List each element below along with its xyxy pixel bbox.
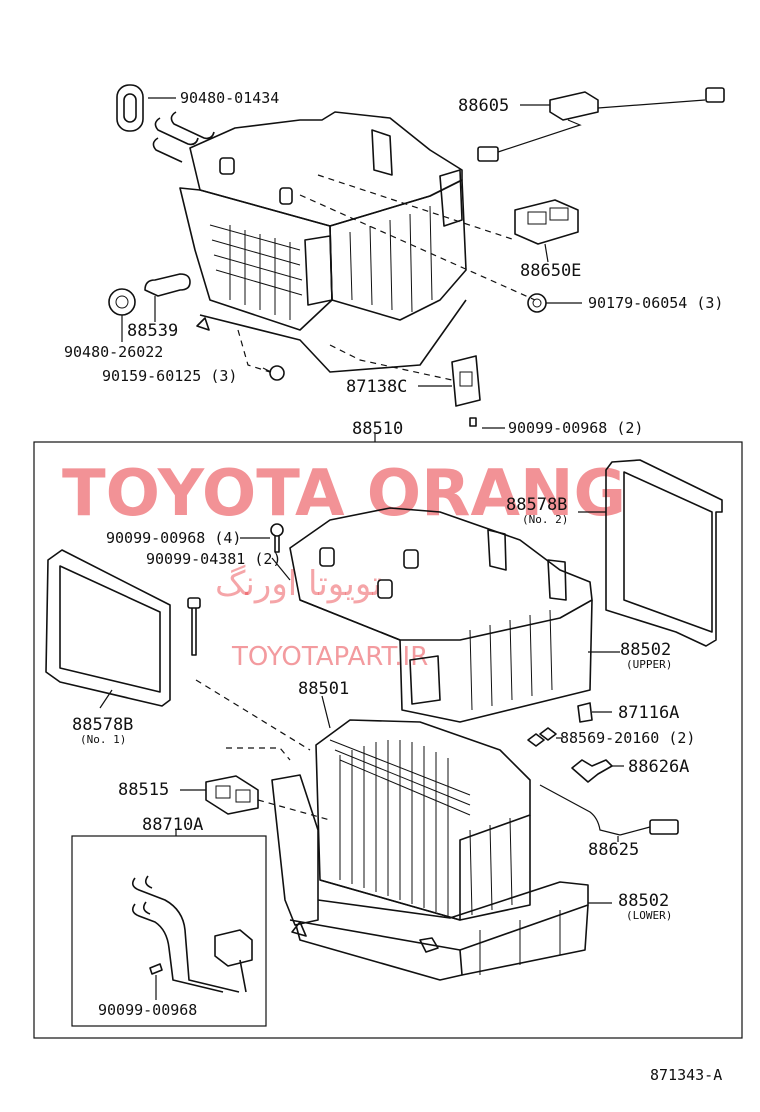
screw-00968-icon <box>149 963 163 975</box>
upper-case-88502 <box>289 507 593 723</box>
resistor-87138C <box>451 355 481 407</box>
label-88569-20160: 88569-20160 (2) <box>560 729 695 747</box>
valve-88515 <box>205 775 259 815</box>
label-88605: 88605 <box>458 96 509 116</box>
figure-code: 871343-A <box>650 1066 722 1084</box>
label-90099-04381: 90099-04381 (2) <box>146 550 281 568</box>
label-88515: 88515 <box>118 780 169 800</box>
label-90179-06054: 90179-06054 (3) <box>588 294 723 312</box>
screw-00968-2-icon <box>469 417 477 427</box>
watermark-arabic: تویوتا اورنگ <box>215 564 382 604</box>
watermark-site: TOYOTAPART.IR <box>231 642 428 672</box>
grommet-26022-icon <box>108 288 136 316</box>
label-88578B-no2: 88578B <box>506 495 567 515</box>
top-housing-illustration <box>116 84 467 373</box>
watermark-title: TOYOTA ORANG <box>62 457 626 531</box>
part-labels: 90480-01434 88605 88650E 90179-06054 (3)… <box>64 89 723 1084</box>
nut-icon <box>527 293 547 313</box>
assembly-frame <box>33 441 743 1039</box>
control-unit-88650E <box>514 199 579 245</box>
subassembly-frame <box>71 835 267 1027</box>
clip-87116A-icon <box>577 702 593 723</box>
label-88625: 88625 <box>588 840 639 860</box>
grommet-icon <box>116 84 144 132</box>
screw-60125-icon <box>269 365 285 381</box>
assembly-dashed-lines <box>195 679 331 821</box>
label-90159-60125: 90159-60125 (3) <box>102 367 237 385</box>
label-88626A: 88626A <box>628 757 689 777</box>
clip-88626A-icon <box>571 759 613 783</box>
label-87116A: 87116A <box>618 703 679 723</box>
label-88650E: 88650E <box>520 261 581 281</box>
note-88578B-no2: (No. 2) <box>522 513 568 526</box>
label-88539: 88539 <box>127 321 178 341</box>
label-90099-00968-4: 90099-00968 (4) <box>106 529 241 547</box>
hose-88539 <box>144 273 191 297</box>
label-88502-lower: 88502 <box>618 891 669 911</box>
top-leaders <box>121 97 582 429</box>
label-90099-00968: 90099-00968 <box>98 1001 197 1019</box>
label-88501: 88501 <box>298 679 349 699</box>
clip-88569-icon <box>527 727 557 747</box>
lower-case-88502 <box>271 774 589 981</box>
thermistor-88625 <box>539 784 679 836</box>
evaporator-88501 <box>315 719 531 921</box>
wire-harness-88605 <box>477 87 725 162</box>
label-90480-01434: 90480-01434 <box>180 89 279 107</box>
assembly-leaders <box>99 511 624 1000</box>
note-88502-upper: (UPPER) <box>626 658 672 671</box>
label-88502-upper: 88502 <box>620 640 671 660</box>
label-88710A: 88710A <box>142 815 203 835</box>
label-90099-00968-2: 90099-00968 (2) <box>508 419 643 437</box>
label-88510: 88510 <box>352 419 403 439</box>
pipe-88710A <box>131 875 253 993</box>
seal-frame-no2 <box>605 459 723 647</box>
label-88578B-no1: 88578B <box>72 715 133 735</box>
label-87138C: 87138C <box>346 377 407 397</box>
note-88578B-no1: (No. 1) <box>80 733 126 746</box>
watermark: TOYOTA ORANG تویوتا اورنگ TOYOTAPART.IR <box>62 457 626 672</box>
screw-00968-4-icon <box>270 523 284 553</box>
bolt-04381-icon <box>187 597 201 656</box>
top-dashed-lines <box>237 174 536 381</box>
label-90480-26022: 90480-26022 <box>64 343 163 361</box>
seal-frame-no1 <box>45 549 171 707</box>
note-88502-lower: (LOWER) <box>626 909 672 922</box>
